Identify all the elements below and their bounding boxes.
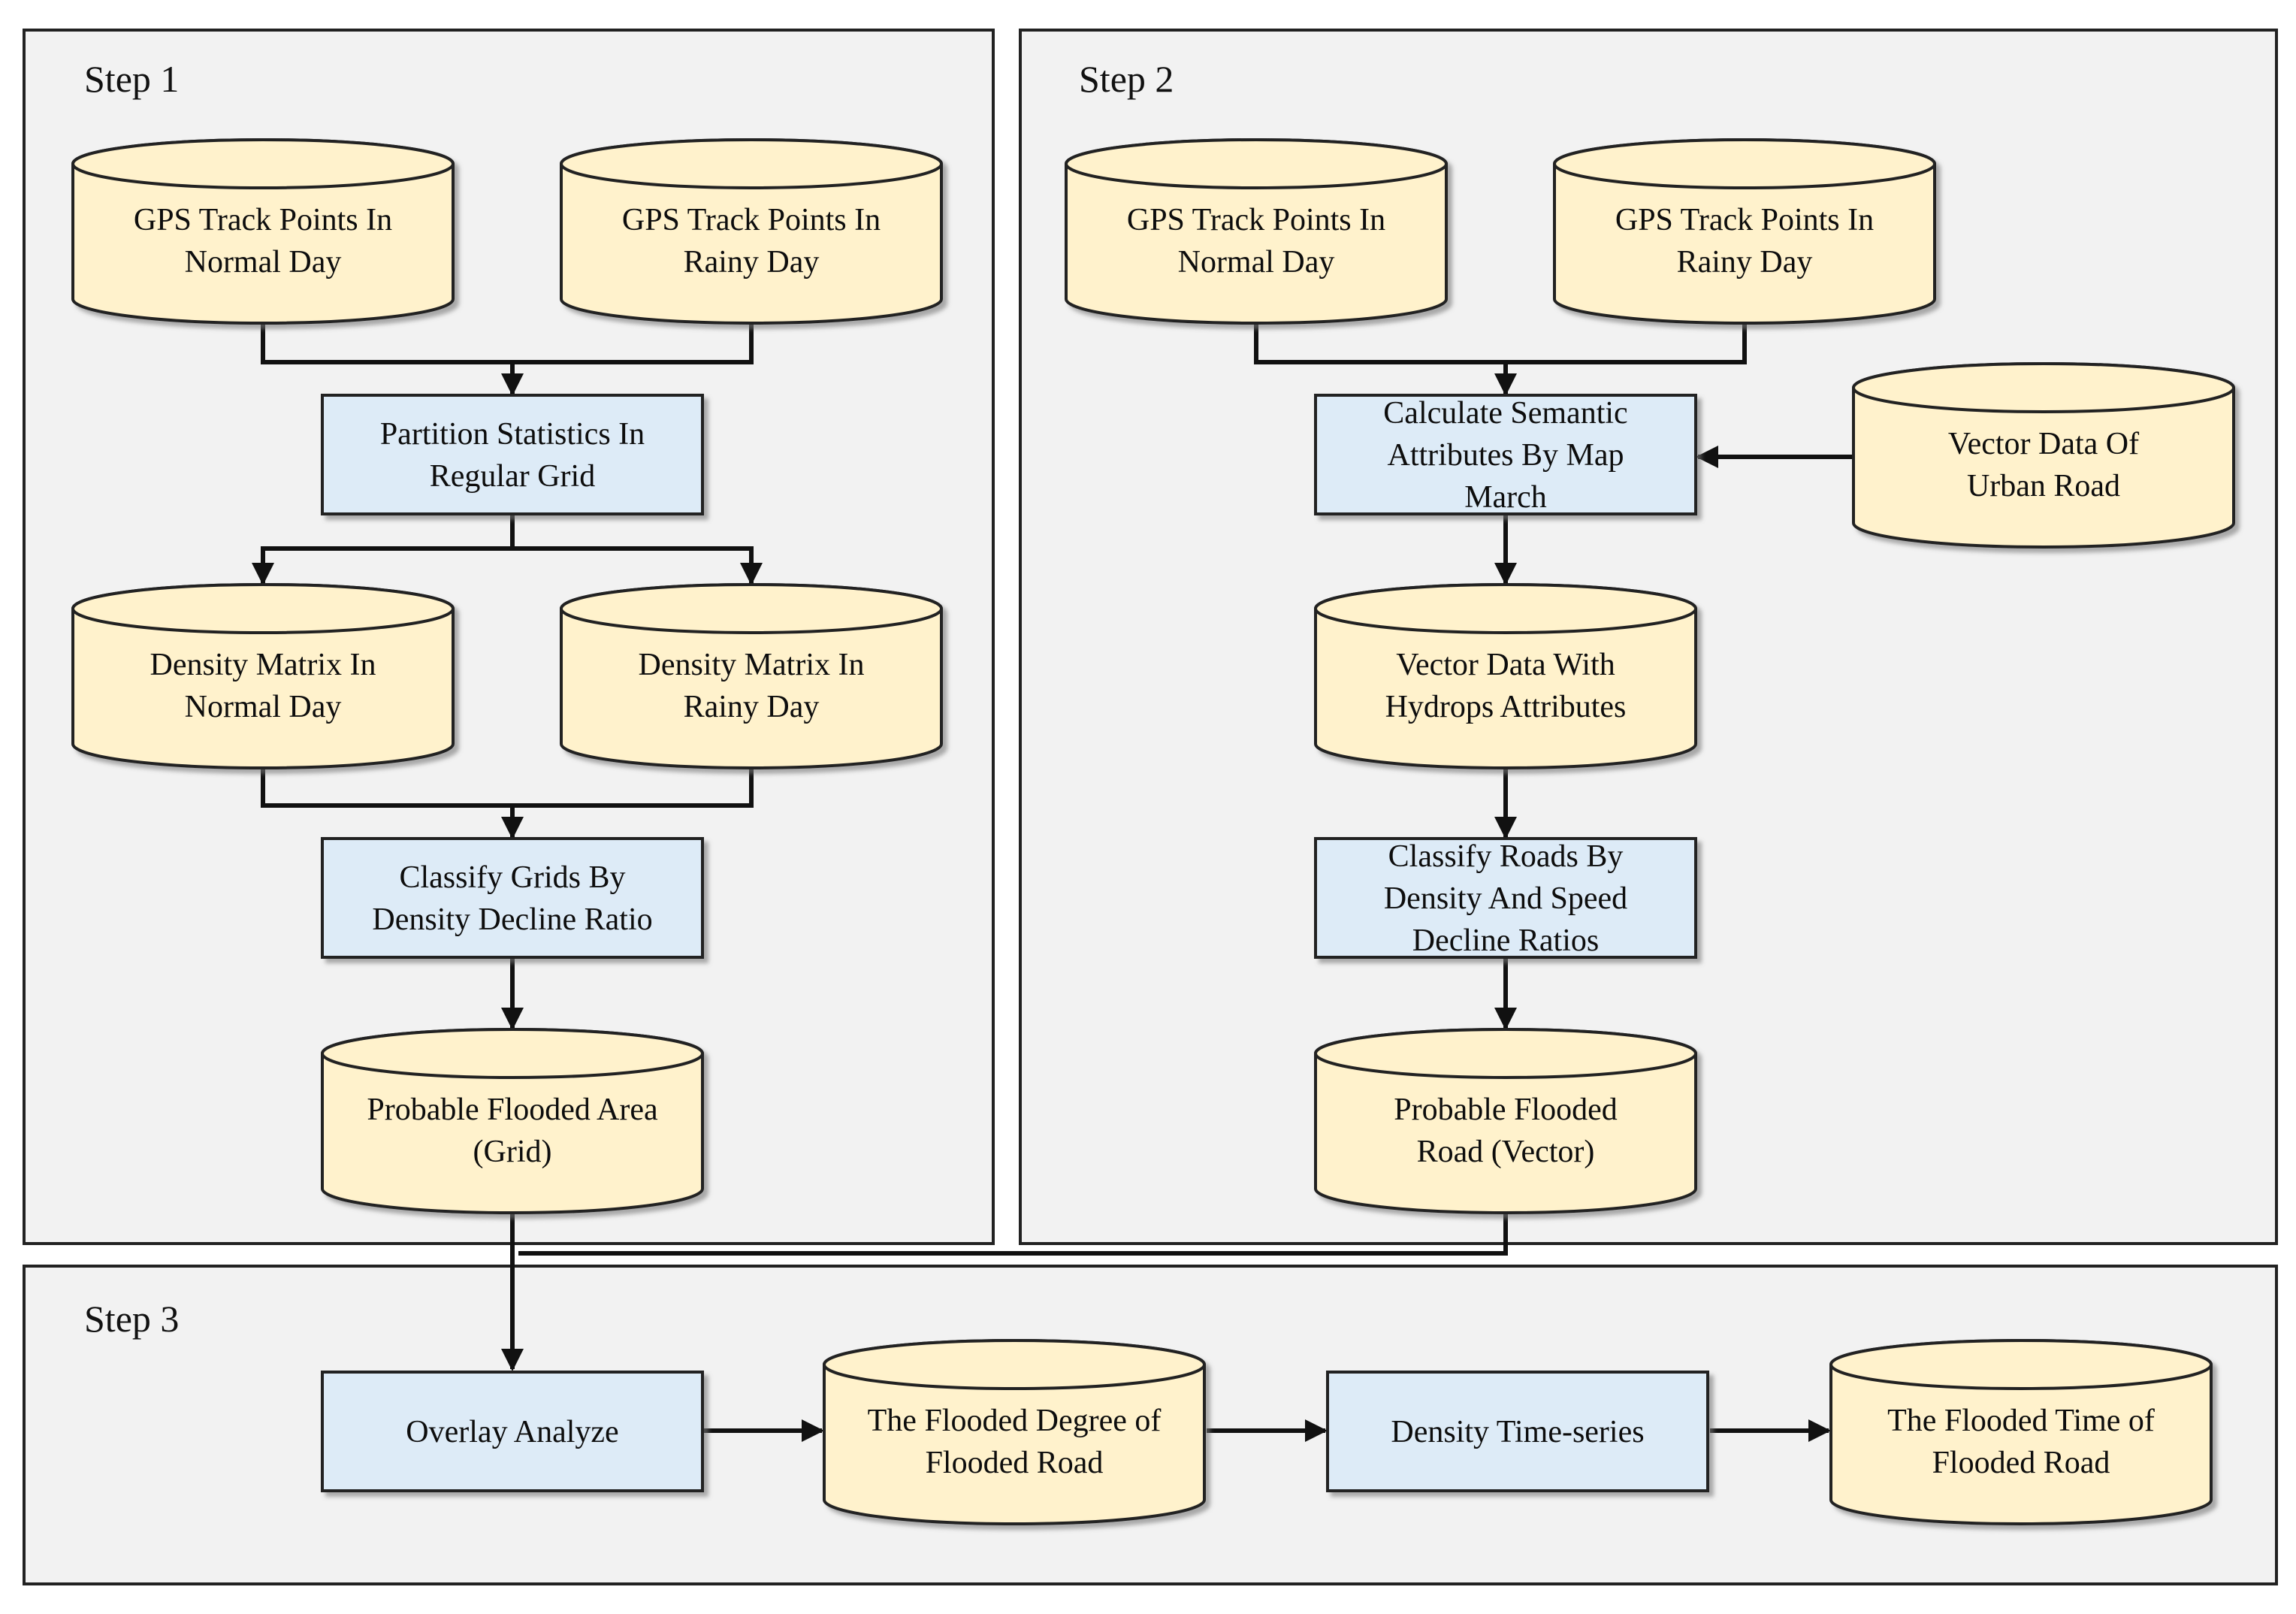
step1-gps-rainy-datastore-line-2: Rainy Day xyxy=(684,245,820,280)
step2-gps-rainy-datastore-line-1: GPS Track Points In xyxy=(1615,203,1874,237)
step1-gps-rainy-datastore-top xyxy=(560,138,943,189)
classify-roads-process-box xyxy=(1314,837,1697,959)
step1-gps-rainy-datastore-line-1: GPS Track Points In xyxy=(622,203,881,237)
density-rainy-datastore-line-1: Density Matrix In xyxy=(639,648,865,682)
vector-hydrops-datastore-line-2: Hydrops Attributes xyxy=(1385,690,1627,724)
step2-gps-normal-datastore-top xyxy=(1065,138,1448,189)
partition-statistics-process-box xyxy=(321,394,704,515)
density-time-series-process-line-1: Density Time-series xyxy=(1391,1415,1644,1449)
flooded-area-datastore: Probable Flooded Area (Grid) xyxy=(321,1028,704,1214)
density-rainy-datastore-line-2: Rainy Day xyxy=(684,690,820,724)
flooded-road-datastore-line-1: Probable Flooded xyxy=(1394,1093,1617,1127)
step2-gps-rainy-datastore-line-2: Rainy Day xyxy=(1677,245,1813,280)
classify-roads-process-line-2: Density And Speed xyxy=(1384,881,1627,916)
flooded-area-datastore-line-2: (Grid) xyxy=(473,1135,552,1169)
flooded-road-datastore-top xyxy=(1314,1028,1697,1079)
vector-urban-road-datastore-top xyxy=(1852,362,2235,413)
arrow-to-density-normal xyxy=(252,546,512,585)
arrow-to-density-rainy xyxy=(512,546,763,585)
step1-gps-normal-datastore: GPS Track Points In Normal Day xyxy=(71,138,455,325)
density-rainy-datastore: Density Matrix In Rainy Day xyxy=(560,583,943,769)
conn-gps-to-partition xyxy=(261,323,754,364)
flooded-time-datastore-top xyxy=(1829,1339,2213,1390)
flooded-road-datastore-line-2: Road (Vector) xyxy=(1417,1135,1595,1169)
calculate-semantic-process-line-1: Calculate Semantic xyxy=(1383,396,1627,431)
vector-hydrops-datastore-top xyxy=(1314,583,1697,634)
classify-roads-process-line-1: Classify Roads By xyxy=(1388,839,1624,874)
step1-label: Step 1 xyxy=(84,58,179,100)
conn-density-to-classify xyxy=(261,766,754,808)
classify-grids-process-line-2: Density Decline Ratio xyxy=(372,902,652,937)
flooded-degree-datastore-line-1: The Flooded Degree of xyxy=(868,1404,1162,1438)
step2-gps-normal-datastore-line-2: Normal Day xyxy=(1178,245,1335,280)
step3-label: Step 3 xyxy=(84,1298,179,1340)
flooded-time-datastore: The Flooded Time of Flooded Road xyxy=(1829,1339,2213,1525)
conn-flooded-road-to-overlay xyxy=(518,1211,1508,1256)
density-normal-datastore-line-2: Normal Day xyxy=(185,690,342,724)
step1-gps-normal-datastore-line-2: Normal Day xyxy=(185,245,342,280)
partition-statistics-process-line-2: Regular Grid xyxy=(430,459,595,494)
density-normal-datastore-top xyxy=(71,583,455,634)
density-time-series-process: Density Time-series xyxy=(1326,1371,1709,1492)
connectors xyxy=(252,323,1853,1442)
flooded-time-datastore-line-1: The Flooded Time of xyxy=(1887,1404,2155,1438)
classify-roads-process-line-3: Decline Ratios xyxy=(1412,923,1599,958)
step1-gps-rainy-datastore: GPS Track Points In Rainy Day xyxy=(560,138,943,325)
density-time-series-process-box xyxy=(1326,1371,1709,1492)
classify-grids-process: Classify Grids By Density Decline Ratio xyxy=(321,837,704,959)
flooded-area-datastore-line-1: Probable Flooded Area xyxy=(367,1093,658,1127)
partition-statistics-process-line-1: Partition Statistics In xyxy=(380,417,645,452)
vector-urban-road-datastore: Vector Data Of Urban Road xyxy=(1852,362,2235,549)
calculate-semantic-process-line-3: March xyxy=(1464,480,1547,515)
step2-gps-rainy-datastore: GPS Track Points In Rainy Day xyxy=(1553,138,1936,325)
conn-gps2-to-calc xyxy=(1254,323,1747,364)
partition-statistics-process: Partition Statistics In Regular Grid xyxy=(321,394,704,515)
classify-roads-process: Classify Roads By Density And SpeedDeclin… xyxy=(1314,837,1697,959)
density-normal-datastore-line-1: Density Matrix In xyxy=(150,648,376,682)
flooded-time-datastore-line-2: Flooded Road xyxy=(1932,1446,2110,1480)
overlay-analyze-process-line-1: Overlay Analyze xyxy=(406,1415,618,1449)
overlay-analyze-process-box xyxy=(321,1371,704,1492)
calculate-semantic-process-box xyxy=(1314,394,1697,515)
overlay-analyze-process: Overlay Analyze xyxy=(321,1371,704,1492)
flooded-area-datastore-top xyxy=(321,1028,704,1079)
vector-urban-road-datastore-line-1: Vector Data Of xyxy=(1948,427,2139,461)
density-rainy-datastore-top xyxy=(560,583,943,634)
flooded-degree-datastore-top xyxy=(823,1339,1206,1390)
step2-label: Step 2 xyxy=(1079,58,1174,100)
flooded-degree-datastore: The Flooded Degree of Flooded Road xyxy=(823,1339,1206,1525)
vector-hydrops-datastore-line-1: Vector Data With xyxy=(1396,648,1615,682)
step2-gps-normal-datastore-line-1: GPS Track Points In xyxy=(1127,203,1385,237)
calculate-semantic-process-line-2: Attributes By Map xyxy=(1388,438,1624,473)
vector-urban-road-datastore-line-2: Urban Road xyxy=(1967,469,2120,503)
classify-grids-process-line-1: Classify Grids By xyxy=(399,860,625,895)
density-normal-datastore: Density Matrix In Normal Day xyxy=(71,583,455,769)
classify-grids-process-box xyxy=(321,837,704,959)
flooded-degree-datastore-line-2: Flooded Road xyxy=(926,1446,1104,1480)
step2-gps-normal-datastore: GPS Track Points In Normal Day xyxy=(1065,138,1448,325)
step1-gps-normal-datastore-top xyxy=(71,138,455,189)
step1-gps-normal-datastore-line-1: GPS Track Points In xyxy=(134,203,392,237)
step2-gps-rainy-datastore-top xyxy=(1553,138,1936,189)
